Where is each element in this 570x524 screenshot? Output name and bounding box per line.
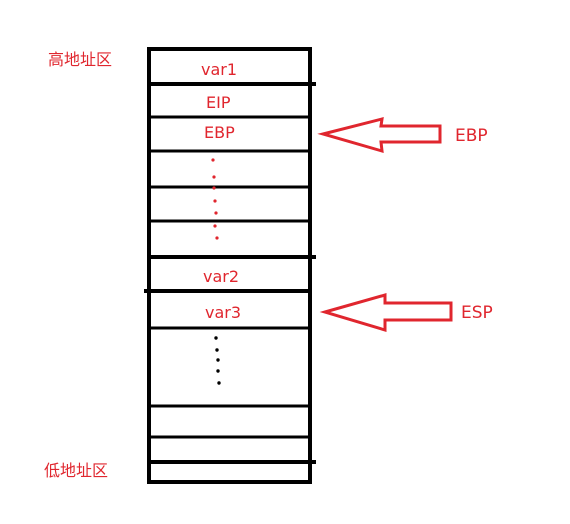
cell-var1: var1: [201, 60, 238, 79]
esp-pointer-label: ESP: [461, 303, 493, 323]
cell-var2: var2: [203, 267, 240, 286]
low-address-label: 低地址区: [44, 461, 109, 480]
stack-frame: [147, 47, 312, 484]
high-address-label: 高地址区: [48, 50, 113, 69]
cell-var3: var3: [205, 303, 242, 322]
esp-arrow-icon: [319, 293, 453, 333]
ebp-arrow-icon: [317, 116, 442, 154]
cell-eip: EIP: [206, 93, 231, 112]
ebp-pointer-label: EBP: [455, 126, 488, 146]
red-ellipsis: [211, 158, 219, 240]
cell-ebp: EBP: [204, 123, 235, 142]
black-ellipsis: [214, 336, 221, 385]
